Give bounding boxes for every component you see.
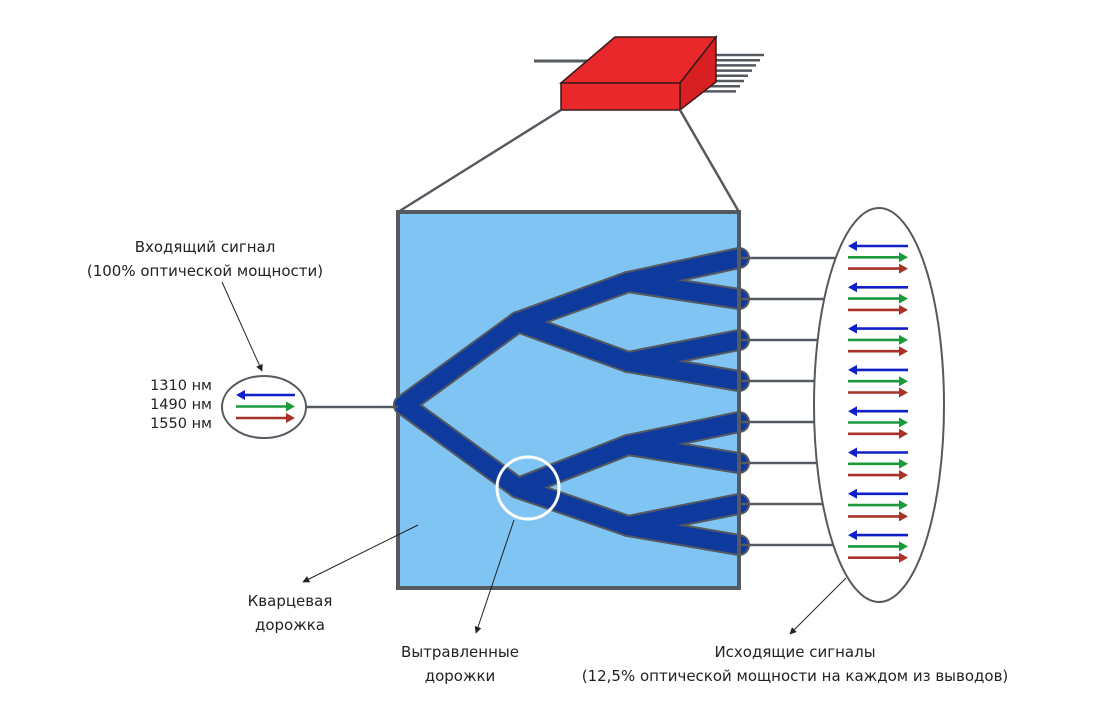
output-arrow-1550-icon	[848, 552, 908, 563]
input-wavelength-arrows	[236, 390, 295, 423]
zoom-line-left	[397, 108, 562, 214]
output-arrow-1490-icon	[848, 417, 908, 428]
output-signals-label: Исходящие сигналы (12,5% оптической мощн…	[535, 640, 1055, 688]
etched-waveguides	[393, 212, 750, 588]
output-arrow-1550-icon	[848, 346, 908, 357]
output-arrow-1310-icon	[848, 530, 908, 541]
input-label-pointer	[221, 281, 263, 372]
waveguide-core	[509, 273, 637, 331]
waveguide-core	[395, 313, 527, 414]
etched-label-line1: Вытравленные	[401, 643, 519, 661]
waveguide-core	[619, 273, 748, 308]
output-arrow-1310-icon	[848, 447, 908, 458]
waveguide-core	[509, 479, 637, 535]
output-label-pointer	[789, 577, 847, 635]
etched-label: Вытравленные дорожки	[370, 640, 550, 688]
quartz-label-pointer	[302, 524, 419, 583]
output-arrow-1550-icon	[848, 470, 908, 481]
output-signals-title: Исходящие сигналы	[714, 643, 876, 661]
waveguide-core	[619, 353, 748, 390]
waveguide-core	[619, 517, 748, 554]
output-arrow-1550-icon	[848, 511, 908, 522]
waveguide-core	[509, 313, 637, 371]
output-arrow-1310-icon	[848, 364, 908, 375]
waveguide-core	[509, 436, 637, 497]
wavelength-1550: 1550 нм	[150, 416, 212, 432]
input-signal-label: Входящий сигнал (100% оптической мощност…	[60, 235, 350, 283]
output-arrow-1550-icon	[848, 428, 908, 439]
arrow-1490-icon	[236, 401, 295, 412]
wavelength-list: 1310 нм 1490 нм 1550 нм	[120, 377, 212, 434]
output-arrow-1310-icon	[848, 241, 908, 251]
output-arrow-1490-icon	[848, 293, 908, 304]
output-signals-power: (12,5% оптической мощности на каждом из …	[581, 667, 1009, 685]
arrow-1550-icon	[236, 413, 295, 423]
output-arrow-1310-icon	[848, 406, 908, 417]
output-arrow-1490-icon	[848, 376, 908, 387]
output-arrow-1490-icon	[848, 458, 908, 469]
output-arrow-1550-icon	[848, 263, 908, 274]
output-signals-ellipse	[813, 207, 945, 603]
output-fibers	[739, 256, 836, 547]
output-arrow-1550-icon	[848, 387, 908, 398]
quartz-label-line2: дорожка	[254, 616, 325, 634]
junction-highlight-circle	[495, 455, 561, 521]
output-arrow-1490-icon	[848, 334, 908, 345]
zoom-line-right	[678, 109, 741, 213]
input-signal-title: Входящий сигнал	[134, 238, 276, 256]
output-arrow-1310-icon	[848, 323, 908, 334]
chip-icon	[534, 34, 764, 112]
waveguide-core	[619, 436, 748, 472]
etched-label-line2: дорожки	[424, 667, 496, 685]
output-arrow-1310-icon	[848, 282, 908, 293]
output-wavelength-arrows	[848, 241, 908, 563]
etched-label-pointer	[474, 519, 515, 634]
output-arrow-1310-icon	[848, 488, 908, 499]
input-signal-power: (100% оптической мощности)	[86, 262, 324, 280]
output-arrow-1550-icon	[848, 304, 908, 315]
output-arrow-1490-icon	[848, 541, 908, 552]
wavelength-1310: 1310 нм	[150, 378, 212, 394]
wavelength-1490: 1490 нм	[150, 397, 212, 413]
quartz-label-line1: Кварцевая	[247, 592, 333, 610]
chip-front-face	[560, 82, 681, 111]
output-arrow-1490-icon	[848, 252, 908, 263]
arrow-1310-icon	[236, 390, 295, 400]
quartz-label: Кварцевая дорожка	[200, 589, 380, 637]
output-arrow-1490-icon	[848, 500, 908, 511]
